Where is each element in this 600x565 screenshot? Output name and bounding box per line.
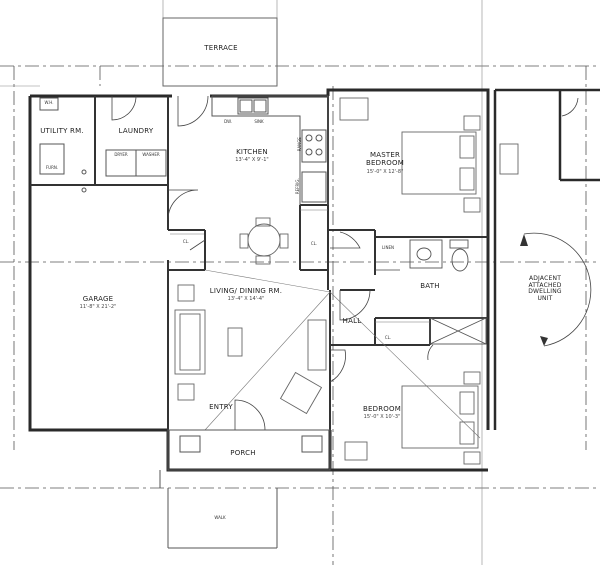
- adjacent-arrow: [520, 234, 548, 346]
- walk-label: WALK: [214, 515, 226, 520]
- bedroom-label: BEDROOM: [363, 405, 401, 413]
- laundry-label: LAUNDRY: [118, 127, 154, 135]
- adjacent-unit: [493, 88, 600, 430]
- doors: [111, 95, 592, 431]
- bedroom-furniture: [344, 371, 481, 465]
- living-furniture: [174, 284, 327, 415]
- master-bedroom-furniture: [339, 97, 519, 213]
- hall-label: HALL: [342, 317, 362, 325]
- living-dining-dim: 13'-4" X 14'-4": [227, 296, 265, 302]
- porch-label: PORCH: [230, 449, 256, 457]
- adjacent-label: ADJACENT ATTACHED DWELLING UNIT: [528, 275, 562, 302]
- master-bedroom-dim: 15'-0" X 12'-8": [366, 169, 404, 175]
- dryer-label: DRYER: [114, 152, 128, 157]
- entry-label: ENTRY: [209, 403, 233, 411]
- bath-label: BATH: [420, 282, 440, 290]
- closet-marks: [170, 209, 430, 323]
- closet-label-living: CL.: [182, 239, 190, 244]
- kitchen-dim: 13'-4" X 9'-1": [235, 157, 269, 163]
- porch-and-walk: [159, 429, 331, 549]
- living-dining-label: LIVING/ DINING RM.: [209, 287, 283, 295]
- laundry-appliances: [39, 97, 167, 193]
- property-lines: [0, 65, 600, 565]
- furn-label: FURN.: [45, 165, 59, 170]
- exterior-walls: [28, 88, 490, 472]
- dining-table: [239, 217, 289, 265]
- dw-label: DW.: [224, 119, 232, 124]
- garage-dim: 11'-8" X 21'-2": [79, 304, 117, 310]
- refrig-label: REFRIG.: [294, 178, 300, 195]
- closet-label-kitchen: CL.: [310, 241, 318, 246]
- bedroom-dim: 15'-0" X 10'-3": [363, 414, 401, 420]
- range-label: RANGE: [296, 137, 302, 152]
- extension-lines: [0, 0, 483, 565]
- bath-fixtures: [409, 239, 487, 345]
- kitchen-counters: [211, 95, 329, 205]
- terrace: [162, 17, 278, 87]
- closet-label-hall: CL.: [384, 335, 392, 340]
- garage-label: GARAGE: [82, 295, 114, 303]
- kitchen-label: KITCHEN: [236, 148, 268, 156]
- terrace-label: TERRACE: [204, 44, 238, 52]
- sink-label: SINK: [254, 119, 264, 124]
- washer-label: WASHER: [142, 152, 160, 157]
- master-bedroom-label: MASTER BEDROOM: [366, 151, 404, 167]
- wh-label: W.H.: [44, 100, 54, 105]
- linen-label: LINEN: [382, 245, 394, 250]
- utility-label: UTILITY RM.: [40, 127, 84, 135]
- interior-walls: [30, 96, 488, 430]
